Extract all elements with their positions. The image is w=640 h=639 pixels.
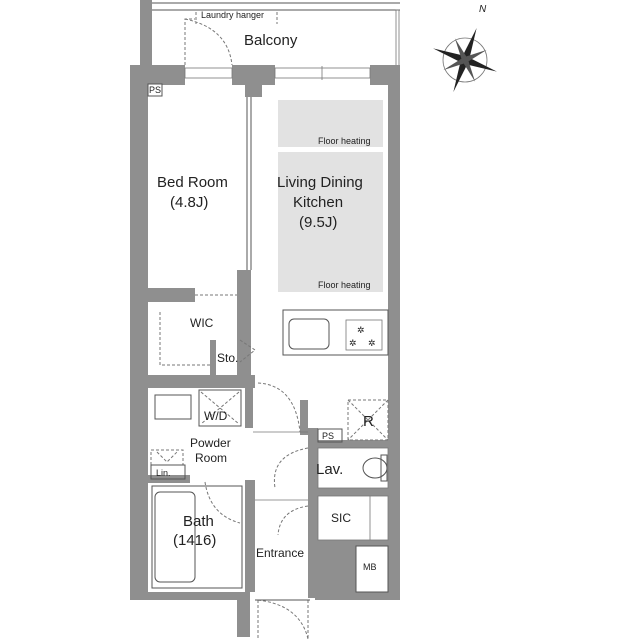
bathroom xyxy=(151,485,243,589)
pipe-space-mid xyxy=(317,428,343,443)
ldk-label: Kitchen xyxy=(293,194,343,211)
ps-mid-label: PS xyxy=(322,431,334,441)
mb-label: MB xyxy=(363,562,377,572)
stove-icon xyxy=(345,319,383,351)
washbasin-icon xyxy=(154,394,192,420)
ps-top-label: PS xyxy=(149,85,161,95)
laundry-hanger-icon xyxy=(184,18,195,65)
meter-box xyxy=(355,545,389,593)
storage-door xyxy=(239,339,256,363)
balcony-area: Laundry hanger Balcony xyxy=(140,0,400,68)
hall-door-swing xyxy=(277,505,309,536)
floor-heating-zone xyxy=(278,100,383,147)
fridge-label: R xyxy=(363,413,374,430)
pipe-space-top xyxy=(147,83,163,97)
wic-label: WIC xyxy=(190,316,214,330)
svg-text:✲: ✲ xyxy=(357,325,365,335)
powder-room-label: Powder xyxy=(190,436,231,450)
kitchen-counter: ✲ ✲ ✲ xyxy=(282,309,389,356)
entrance-label: Entrance xyxy=(256,546,304,560)
linen-label: Lin. xyxy=(156,468,171,478)
washer-dryer-space xyxy=(198,389,242,427)
bath-size: (1416) xyxy=(173,532,216,549)
svg-text:✲: ✲ xyxy=(349,338,357,348)
laundry-hanger-label: Laundry hanger xyxy=(201,10,264,20)
floor-heating-label: Floor heating xyxy=(318,136,371,146)
bedroom-label: Bed Room xyxy=(157,174,228,191)
walls xyxy=(130,65,400,637)
fridge-space xyxy=(347,399,389,441)
balcony-label: Balcony xyxy=(244,32,298,49)
floor-heating-zone xyxy=(278,152,383,292)
bedroom-size: (4.8J) xyxy=(170,194,208,211)
wd-label: W/D xyxy=(204,409,228,423)
ldk-size: (9.5J) xyxy=(299,214,337,231)
lav-door-swing xyxy=(273,447,309,489)
toilet-icon xyxy=(362,457,388,479)
sink-icon xyxy=(288,318,330,350)
ldk-label: Living Dining xyxy=(277,174,363,191)
bath-door-swing xyxy=(204,481,241,524)
entrance-door-swing xyxy=(257,599,309,639)
compass-icon: N xyxy=(433,4,497,92)
balcony-door-swing xyxy=(184,18,233,66)
floor-heating-label: Floor heating xyxy=(318,280,371,290)
ldk-door-swing xyxy=(257,382,301,433)
lavatory-label: Lav. xyxy=(316,461,343,478)
storage-label: Sto. xyxy=(217,351,238,365)
bath-label: Bath xyxy=(183,513,214,530)
sic-label: SIC xyxy=(331,511,351,525)
svg-text:✲: ✲ xyxy=(368,338,376,348)
bathtub-icon xyxy=(154,491,196,583)
compass-north-label: N xyxy=(479,4,487,15)
linen-closet xyxy=(150,464,186,480)
wic-shelf xyxy=(159,312,210,366)
powder-room-label: Room xyxy=(195,451,227,465)
